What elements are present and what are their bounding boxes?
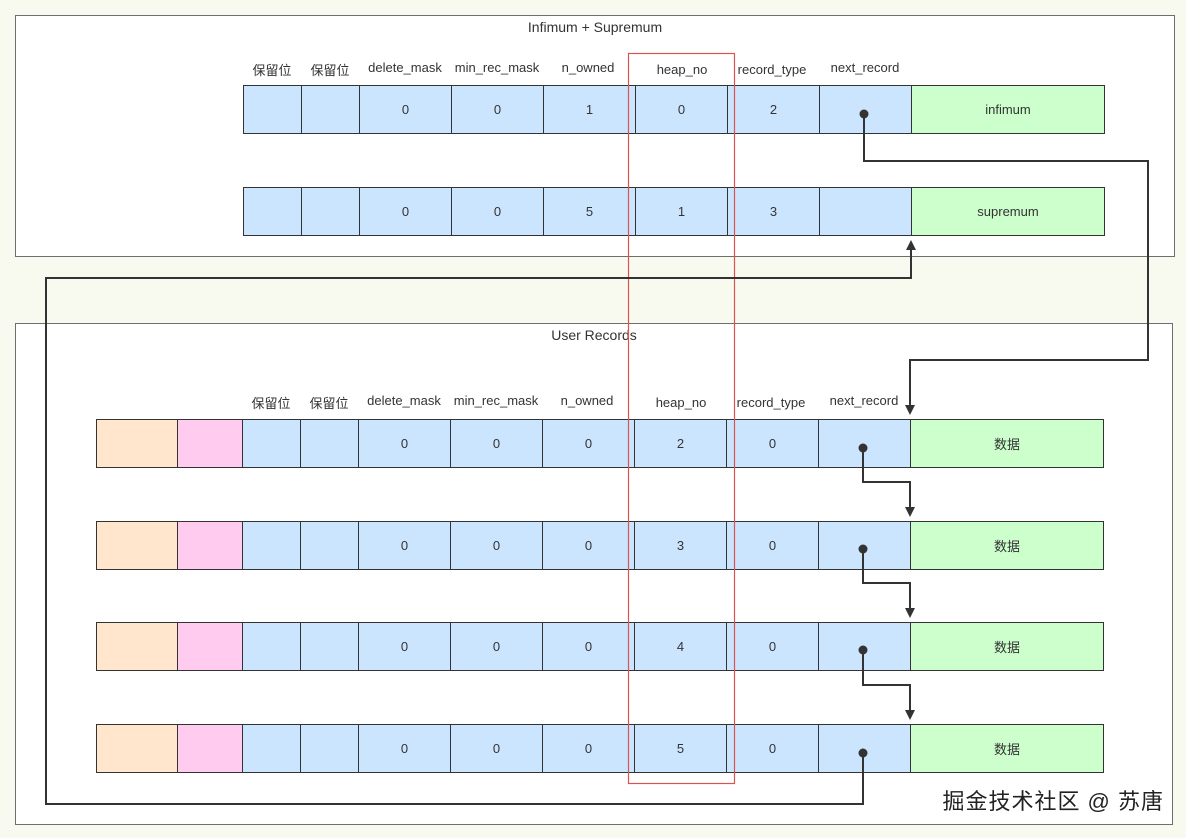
reserved-cell <box>300 622 359 671</box>
record-data-cell: 数据 <box>910 419 1104 468</box>
supremum-record: 0 0 5 1 3 supremum <box>243 187 1105 236</box>
reserved-cell <box>301 187 360 236</box>
extra-info-cell <box>96 622 178 671</box>
min-rec-mask-cell: 0 <box>450 521 543 570</box>
next-record-arrow <box>858 544 915 618</box>
field-header: 保留位 <box>251 396 291 411</box>
field-header: 保留位 <box>309 396 349 411</box>
heap-no-cell: 3 <box>634 521 727 570</box>
field-header: next_record <box>829 393 899 408</box>
field-header: 保留位 <box>310 63 350 78</box>
record-type-cell: 0 <box>726 521 819 570</box>
n-owned-cell: 0 <box>542 724 635 773</box>
delete-mask-cell: 0 <box>359 85 452 134</box>
reserved-cell <box>242 724 301 773</box>
field-header: heap_no <box>656 62 708 77</box>
heap-no-cell: 1 <box>635 187 728 236</box>
reserved-cell <box>300 724 359 773</box>
field-header: record_type <box>737 62 807 77</box>
reserved-cell <box>300 419 359 468</box>
field-header: min_rec_mask <box>454 60 540 75</box>
min-rec-mask-cell: 0 <box>451 85 544 134</box>
record-type-cell: 3 <box>727 187 820 236</box>
record-data-cell: 数据 <box>910 622 1104 671</box>
extra-info-cell <box>177 419 243 468</box>
user-record: 0 0 0 4 0 数据 <box>96 622 1104 671</box>
n-owned-cell: 0 <box>542 419 635 468</box>
reserved-cell <box>242 622 301 671</box>
field-header: delete_mask <box>368 60 442 75</box>
watermark: 掘金技术社区 @ 苏唐 <box>942 789 1164 814</box>
field-header: n_owned <box>560 393 614 408</box>
record-type-cell: 0 <box>726 419 819 468</box>
heap-no-cell: 0 <box>635 85 728 134</box>
heap-no-cell: 5 <box>634 724 727 773</box>
infimum-record: 0 0 1 0 2 infimum <box>243 85 1105 134</box>
heap-no-highlight <box>627 52 736 785</box>
field-header: heap_no <box>655 395 707 410</box>
next-record-arrow <box>858 645 915 720</box>
panel-title: Infimum + Supremum <box>527 19 663 35</box>
record-type-cell: 0 <box>726 724 819 773</box>
field-header: record_type <box>736 395 806 410</box>
user-record: 0 0 0 2 0 数据 <box>96 419 1104 468</box>
delete-mask-cell: 0 <box>358 724 451 773</box>
next-record-arrow <box>858 443 915 517</box>
next-record-arrow <box>45 240 916 805</box>
record-name-cell: supremum <box>911 187 1105 236</box>
user-record: 0 0 0 3 0 数据 <box>96 521 1104 570</box>
user-record: 0 0 0 5 0 数据 <box>96 724 1104 773</box>
next-record-arrow <box>859 109 1149 415</box>
panel-title: User Records <box>551 327 637 343</box>
reserved-cell <box>242 419 301 468</box>
delete-mask-cell: 0 <box>359 187 452 236</box>
reserved-cell <box>301 85 360 134</box>
record-name-cell: infimum <box>911 85 1105 134</box>
heap-no-cell: 4 <box>634 622 727 671</box>
field-header: min_rec_mask <box>453 393 539 408</box>
field-header: delete_mask <box>367 393 441 408</box>
next-record-cell <box>818 724 911 773</box>
n-owned-cell: 0 <box>542 622 635 671</box>
record-type-cell: 0 <box>726 622 819 671</box>
extra-info-cell <box>177 622 243 671</box>
min-rec-mask-cell: 0 <box>451 187 544 236</box>
field-header: next_record <box>830 60 900 75</box>
min-rec-mask-cell: 0 <box>450 419 543 468</box>
field-header: n_owned <box>561 60 615 75</box>
field-header: 保留位 <box>252 63 292 78</box>
record-data-cell: 数据 <box>910 724 1104 773</box>
min-rec-mask-cell: 0 <box>450 622 543 671</box>
next-record-cell <box>819 85 912 134</box>
next-record-cell <box>818 419 911 468</box>
n-owned-cell: 5 <box>543 187 636 236</box>
delete-mask-cell: 0 <box>358 419 451 468</box>
record-data-cell: 数据 <box>910 521 1104 570</box>
delete-mask-cell: 0 <box>358 622 451 671</box>
